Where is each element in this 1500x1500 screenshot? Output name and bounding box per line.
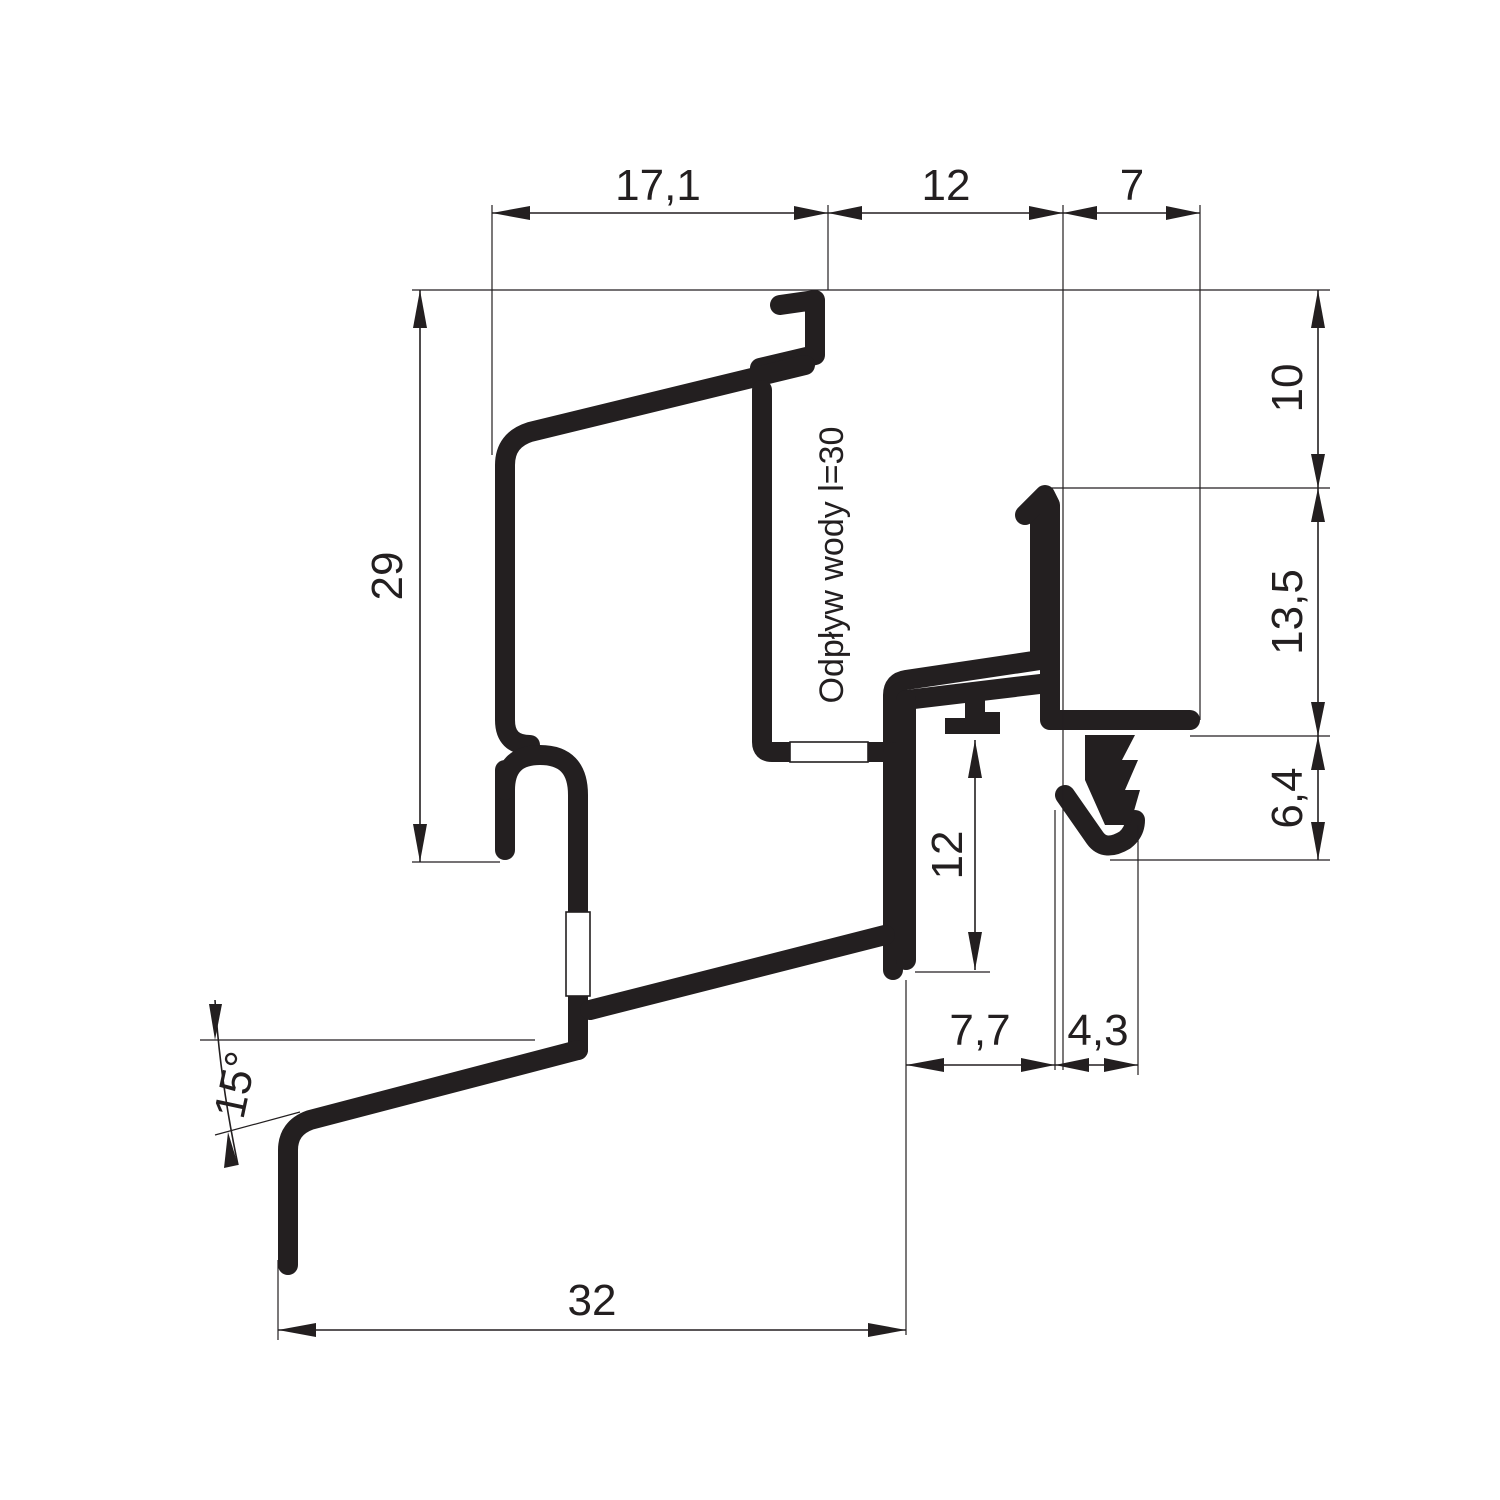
left-bulb <box>495 745 588 1060</box>
right-upper-tip <box>1015 485 1200 730</box>
dim-label-7-7: 7,7 <box>949 1006 1010 1055</box>
drain-note: Odpływ wody l=30 <box>813 427 851 704</box>
gasket-body <box>1085 735 1140 825</box>
angle-label: 15° <box>205 1047 267 1122</box>
inner-drain-wall <box>752 380 810 762</box>
drain-slot-lower <box>565 911 591 997</box>
t-slot <box>945 695 1000 734</box>
dim-label-12-inner: 12 <box>923 831 972 880</box>
dim-label-6-4: 6,4 <box>1263 767 1312 828</box>
dim-label-17-1: 17,1 <box>615 161 701 210</box>
upper-left-wall <box>495 355 815 755</box>
dimension-labels: 17,1 12 7 29 10 13,5 6,4 12 7,7 4,3 32 1… <box>205 161 1312 1325</box>
dim-label-13-5: 13,5 <box>1263 569 1312 655</box>
dim-label-12-top: 12 <box>922 161 971 210</box>
middle-chamber <box>858 500 1050 762</box>
dim-label-32: 32 <box>568 1276 617 1325</box>
dimension-lines <box>200 205 1330 1340</box>
lower-step <box>278 1040 588 1275</box>
inner-lip <box>896 674 1050 710</box>
bottom-sloped-wall <box>580 925 895 1020</box>
aluminium-profile <box>278 290 1200 1275</box>
dim-label-10: 10 <box>1263 364 1312 413</box>
dim-label-29: 29 <box>363 552 412 601</box>
dim-label-7: 7 <box>1120 161 1144 210</box>
dim-label-4-3: 4,3 <box>1067 1006 1128 1055</box>
drain-slot-upper <box>789 741 869 763</box>
gasket <box>1055 785 1145 856</box>
